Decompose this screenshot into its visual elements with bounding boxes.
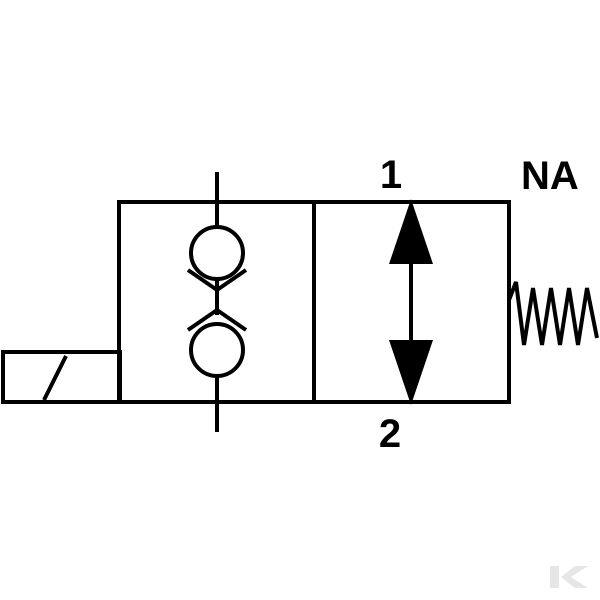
double-check-valve-icon (186, 172, 248, 432)
arrow-head-down (389, 340, 433, 405)
port-label-2: 2 (379, 412, 401, 456)
check-ball-top (189, 225, 245, 281)
check-seat-bottom (186, 307, 248, 332)
brand-watermark-icon (550, 566, 588, 588)
solenoid-actuator-icon (1, 350, 122, 404)
valve-body (117, 200, 511, 404)
check-ball-bottom (189, 322, 245, 378)
arrow-head-up (389, 199, 433, 264)
normal-state-label: NA (521, 154, 579, 198)
bidirectional-flow-arrow-icon (389, 199, 433, 405)
spring-return-icon (507, 281, 599, 346)
port-label-1: 1 (380, 153, 402, 197)
